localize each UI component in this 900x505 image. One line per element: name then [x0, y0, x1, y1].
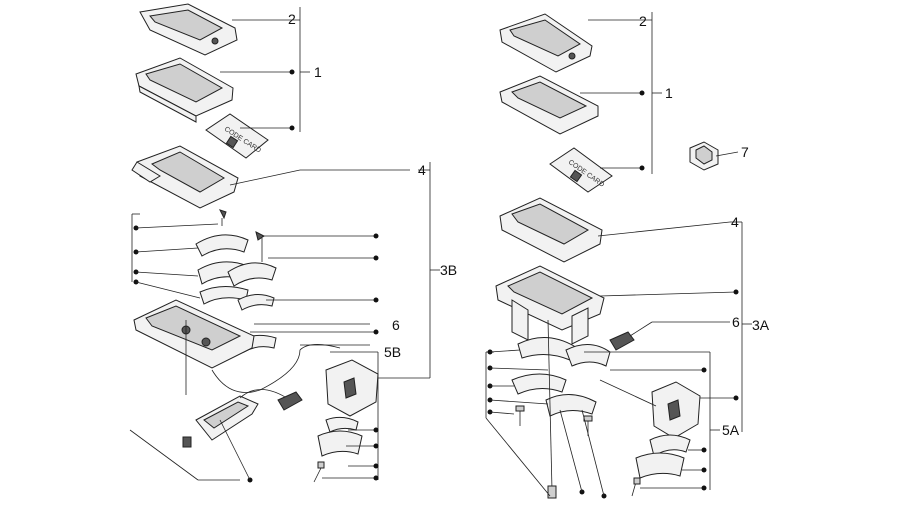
left-display-part	[135, 57, 234, 123]
label-left-4: 4	[418, 162, 426, 178]
left-connector-part	[277, 391, 303, 411]
label-left-6: 6	[392, 317, 400, 333]
right-left-dots	[485, 349, 607, 499]
left-5b-dots	[129, 344, 379, 483]
label-right-3a: 3A	[752, 317, 770, 333]
right-switch-housing	[599, 379, 701, 497]
right-holder-part	[499, 197, 603, 263]
left-cover-part	[139, 3, 238, 56]
label-right-2: 2	[639, 13, 647, 29]
left-switch-housing	[313, 359, 379, 483]
right-cover-part	[499, 13, 593, 73]
label-left-1: 1	[314, 64, 322, 80]
left-small-screw	[219, 209, 227, 226]
label-right-1: 1	[665, 85, 673, 101]
left-clamp-parts	[195, 231, 277, 353]
right-code-card: CODE CARD	[549, 147, 613, 193]
left-holder-part	[131, 145, 239, 209]
label-left-2: 2	[288, 11, 296, 27]
left-right-dots	[250, 233, 379, 335]
left-base-plate	[133, 299, 255, 395]
right-clip-part	[689, 141, 719, 171]
right-5a-dots	[610, 367, 707, 491]
right-assembly: CODE CARD	[485, 12, 770, 499]
left-bracket-part	[182, 344, 341, 448]
right-base-part	[495, 265, 611, 499]
label-left-5b: 5B	[384, 344, 401, 360]
label-right-7: 7	[741, 144, 749, 160]
left-side-dots	[133, 223, 219, 299]
label-right-4: 4	[731, 214, 739, 230]
right-display-part	[499, 75, 599, 135]
right-connector-part	[609, 331, 635, 351]
label-right-5a: 5A	[722, 422, 740, 438]
label-left-3b: 3B	[440, 262, 457, 278]
label-right-6: 6	[732, 314, 740, 330]
left-code-card: CODE CARD	[205, 113, 269, 159]
left-assembly: CODE CARD	[129, 3, 457, 483]
